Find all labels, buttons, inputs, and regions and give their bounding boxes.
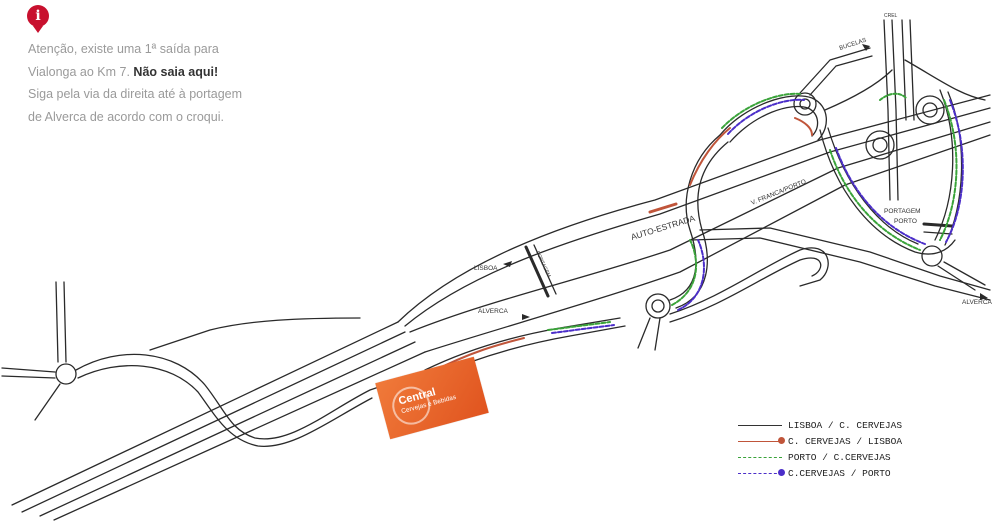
label-auto-estrada: AUTO-ESTRADA <box>630 213 697 242</box>
route-cc-lisboa-4 <box>794 117 813 136</box>
route-legend: LISBOA / C. CERVEJAS C. CERVEJAS / LISBO… <box>738 417 978 481</box>
crel-2 <box>891 19 899 201</box>
north-loop-outer <box>719 95 827 141</box>
motorway-lane-1 <box>404 107 991 327</box>
loop-east-1-inner <box>872 137 888 153</box>
label-vfranca-porto: V. FRANCA/PORTO <box>750 178 807 207</box>
route-cc-porto-5 <box>879 92 907 101</box>
route-cc-porto-3 <box>835 147 926 245</box>
legend-label: LISBOA / C. CERVEJAS <box>788 419 903 431</box>
toll-barrier-west <box>524 245 550 298</box>
east-ramp-2 <box>904 59 986 101</box>
label-porto: PORTO <box>894 218 917 225</box>
loop-east-1 <box>865 130 895 160</box>
legend-dot-icon <box>778 437 785 444</box>
route-cc-porto-4 <box>945 99 964 243</box>
notice-line-3: Siga pela via da direita até à portagem <box>28 87 243 101</box>
roundabout-south-inner <box>651 299 665 313</box>
legend-item: PORTO / C.CERVEJAS <box>738 449 978 465</box>
road-west-loop-2 <box>77 364 373 447</box>
toll-barrier-west-2 <box>533 244 557 295</box>
motorway-edge-lower-2 <box>21 331 406 513</box>
motorway-edge-lower-1 <box>11 321 399 506</box>
legend-line-porto-cc <box>738 456 782 458</box>
label-portagem: PORTAGEM <box>884 208 921 215</box>
east-to-alverca <box>937 265 976 291</box>
route-cc-lisboa-3 <box>689 127 731 186</box>
road-west-loop <box>75 353 406 440</box>
road-west-vertical-1 <box>55 281 59 363</box>
route-porto-cc <box>547 239 698 331</box>
east-to-alverca-2 <box>943 261 986 286</box>
loop-east-2 <box>915 95 945 125</box>
roundabout-east <box>921 245 943 267</box>
east-ramp-1 <box>824 69 893 111</box>
arrow-bucelas-icon <box>862 44 870 51</box>
loop-east-2-inner <box>922 102 938 118</box>
notice-warning: Não saia aqui! <box>133 64 219 79</box>
crel-3 <box>901 19 907 121</box>
legend-item: C.CERVEJAS / PORTO <box>738 465 978 481</box>
info-icon: i <box>27 5 49 33</box>
south-link-1 <box>669 134 721 301</box>
road-to-alverca-east-2 <box>699 227 991 291</box>
legend-line-cc-lisboa <box>738 437 785 444</box>
road-west-left <box>1 367 56 373</box>
road-bucelas-2 <box>809 55 873 96</box>
label-crel: CREL <box>884 13 898 19</box>
label-lisboa: LISBOA <box>474 265 498 272</box>
label-alverca-right: ALVERCA <box>962 299 993 306</box>
road-west-branch <box>149 317 361 351</box>
route-cc-lisboa-2 <box>648 202 678 214</box>
route-porto-cc-3 <box>829 149 921 251</box>
east-loop-big-2 <box>827 127 919 245</box>
arrow-lisboa-icon <box>503 261 512 267</box>
legend-dot-icon <box>778 469 785 476</box>
crel-4 <box>909 19 915 121</box>
motorway-edge-bottom <box>424 134 991 353</box>
label-alverca-left: ALVERCA <box>478 308 509 315</box>
roundabout-west <box>55 363 77 385</box>
south-down-2 <box>654 317 661 351</box>
motorway-edge-top <box>397 94 991 323</box>
roundabout-north-west <box>793 92 817 116</box>
notice-line-2: Vialonga ao Km 7. Não saia aqui! <box>28 61 278 84</box>
arrow-alverca-icon <box>522 314 530 320</box>
legend-label: C.CERVEJAS / PORTO <box>788 467 891 479</box>
road-bucelas <box>799 47 871 94</box>
legend-label: C. CERVEJAS / LISBOA <box>788 435 903 447</box>
notice-line-1: Atenção, existe uma 1ª saída para <box>28 42 219 56</box>
roundabout-north-west-inner <box>799 98 811 110</box>
notice-line-2-prefix: Vialonga ao Km 7. <box>28 64 130 79</box>
south-east-road-2 <box>669 257 822 323</box>
south-down <box>637 317 651 349</box>
legend-line-lisboa-cc <box>738 424 782 426</box>
motorway-edge-lower-4 <box>53 351 426 521</box>
roundabout-south <box>645 293 671 319</box>
notice-text: Atenção, existe uma 1ª saída para Vialon… <box>28 38 278 128</box>
road-west-vertical-2 <box>63 281 67 363</box>
route-cc-porto-2 <box>727 98 805 135</box>
route-cc-porto <box>551 239 705 334</box>
legend-item: C. CERVEJAS / LISBOA <box>738 433 978 449</box>
road-west-down <box>34 383 61 421</box>
notice-line-4: de Alverca de acordo com o croqui. <box>28 109 224 124</box>
crel-1 <box>883 19 891 201</box>
road-west-left-2 <box>1 375 56 379</box>
route-porto-cc-4 <box>939 99 958 241</box>
east-loop-big <box>819 129 956 255</box>
south-east-road <box>669 247 829 315</box>
legend-line-cc-porto <box>738 469 785 476</box>
legend-label: PORTO / C.CERVEJAS <box>788 451 891 463</box>
arrow-alverca-east-icon <box>980 293 988 300</box>
toll-barrier-porto-2 <box>923 231 953 235</box>
road-to-alverca-east <box>689 237 991 301</box>
route-porto-cc-2 <box>721 92 801 129</box>
motorway-lane-2 <box>409 121 991 333</box>
legend-item: LISBOA / C. CERVEJAS <box>738 417 978 433</box>
